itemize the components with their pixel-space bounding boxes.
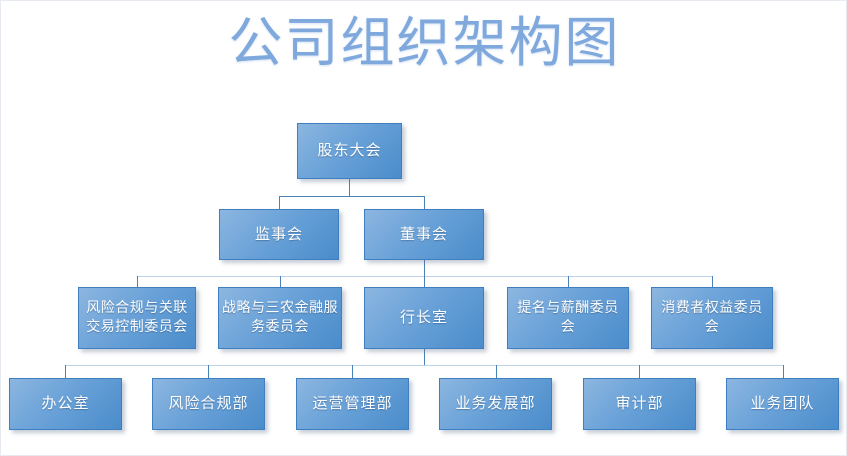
node-label: 董事会 [399,226,448,243]
connector-to-nomination-compensation-committee [568,276,569,287]
node-label: 运营管理部 [312,396,393,412]
node-risk-compliance-committee[interactable]: 风险合规与关联交易控制委员会 [78,287,196,349]
connector-to-strategy-agriculture-committee [280,276,281,287]
node-consumer-rights-committee[interactable]: 消费者权益委员会 [651,287,773,349]
connector-to-office [65,365,66,378]
connector-to-board-of-supervisors [279,196,280,209]
node-office[interactable]: 办公室 [9,378,122,430]
page-title: 公司组织架构图 [228,13,621,73]
connector-to-board-of-directors [424,196,425,209]
node-label: 风险合规部 [168,396,249,412]
node-label: 战略与三农金融服务委员会 [222,301,338,335]
node-business-team[interactable]: 业务团队 [726,378,839,430]
node-label: 行长室 [399,310,448,326]
connector-to-business-team [783,365,784,378]
connector-l3-bar [137,276,713,277]
node-label: 审计部 [615,396,664,412]
node-label: 消费者权益委员会 [661,301,763,335]
connector-to-audit-dept [639,365,640,378]
connector-to-consumer-rights-committee [712,276,713,287]
node-presidents-office[interactable]: 行长室 [364,287,484,349]
connector-to-risk-compliance-committee [137,276,138,287]
connector-l2-drop [424,259,425,276]
node-label: 监事会 [254,226,303,243]
connector-l2-bar [279,196,425,197]
node-board-of-supervisors[interactable]: 监事会 [219,209,339,260]
node-label: 提名与薪酬委员会 [517,301,619,335]
node-label: 风险合规与关联交易控制委员会 [86,301,188,335]
connector-to-presidents-office [424,276,425,287]
node-risk-compliance-dept[interactable]: 风险合规部 [152,378,265,430]
node-label: 业务发展部 [455,396,536,412]
node-label: 业务团队 [750,396,815,412]
node-business-development-dept[interactable]: 业务发展部 [439,378,552,430]
connector-l3-drop [424,349,425,365]
connector-l1-drop [349,179,350,196]
node-operations-management-dept[interactable]: 运营管理部 [296,378,409,430]
node-audit-dept[interactable]: 审计部 [583,378,696,430]
node-label: 办公室 [41,396,90,412]
node-label: 股东大会 [317,143,382,159]
node-strategy-agriculture-committee[interactable]: 战略与三农金融服务委员会 [218,287,342,349]
connector-to-operations-management-dept [352,365,353,378]
connector-l4-bar [65,365,784,366]
connector-to-risk-compliance-dept [208,365,209,378]
connector-to-business-development-dept [496,365,497,378]
node-shareholders-meeting[interactable]: 股东大会 [297,123,402,179]
node-nomination-compensation-committee[interactable]: 提名与薪酬委员会 [507,287,629,349]
node-board-of-directors[interactable]: 董事会 [364,209,484,260]
